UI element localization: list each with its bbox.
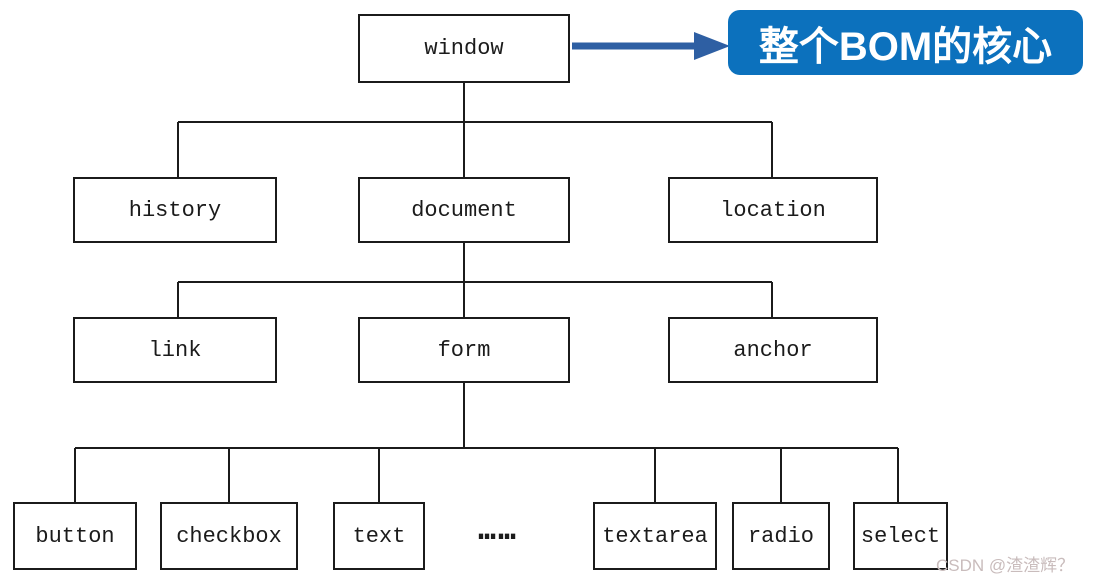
callout-bom-core: 整个BOM的核心: [728, 10, 1083, 75]
node-document: document: [358, 177, 570, 243]
watermark-csdn: CSDN @渣渣辉？: [936, 556, 1075, 575]
node-link: link: [73, 317, 277, 383]
node-button: button: [13, 502, 137, 570]
node-checkbox: checkbox: [160, 502, 298, 570]
ellipsis-text: ……: [477, 511, 519, 547]
node-location: location: [668, 177, 878, 243]
node-history: history: [73, 177, 277, 243]
connector-document-children: [177, 243, 773, 317]
node-window: window: [358, 14, 570, 83]
connector-form-children: [74, 383, 899, 502]
connector-window-children: [177, 83, 773, 177]
node-radio: radio: [732, 502, 830, 570]
ellipsis-more-nodes: ……: [448, 502, 548, 570]
node-select: select: [853, 502, 948, 570]
node-form: form: [358, 317, 570, 383]
node-anchor: anchor: [668, 317, 878, 383]
callout-arrowhead-icon: [694, 32, 730, 60]
callout-arrow: [572, 32, 730, 60]
node-text: text: [333, 502, 425, 570]
node-textarea: textarea: [593, 502, 717, 570]
